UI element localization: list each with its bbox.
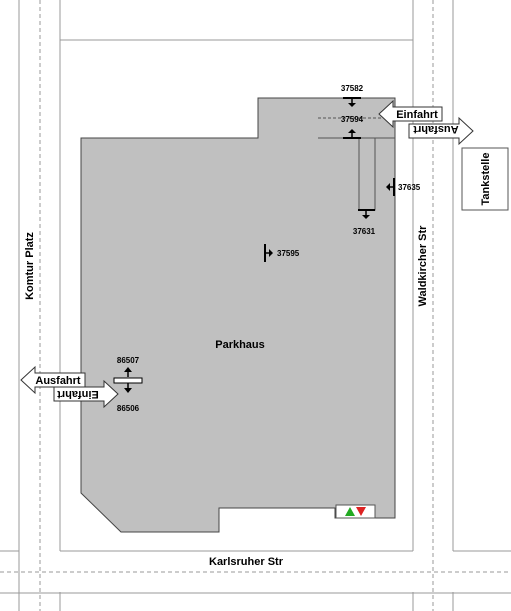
sensor-37635[interactable]: 37635 [386, 178, 421, 196]
sensor-37595[interactable]: 37595 [264, 244, 300, 262]
signal-down-icon [356, 507, 366, 516]
traffic-signal-indicator[interactable] [335, 504, 376, 519]
sensor-86506[interactable]: 86506 [117, 383, 140, 413]
svg-text:Einfahrt: Einfahrt [396, 109, 438, 121]
street-label-waldkircher-str: Waldkircher Str [417, 225, 429, 307]
ramp-area [358, 137, 376, 211]
svg-text:86506: 86506 [117, 404, 140, 413]
left-entry-arrow[interactable]: Einfahrt [53, 379, 119, 409]
parkhaus-label: Parkhaus [215, 339, 265, 351]
svg-text:Ausfahrt: Ausfahrt [35, 375, 81, 387]
svg-text:37631: 37631 [353, 227, 376, 236]
signal-up-icon [345, 507, 355, 516]
svg-text:Einfahrt: Einfahrt [57, 388, 99, 400]
street-label-komtur-platz: Komtur Platz [24, 232, 36, 300]
street-label-karlsruher-str: Karlsruher Str [209, 556, 284, 568]
sensor-86507[interactable]: 86507 [113, 356, 143, 384]
svg-text:37635: 37635 [398, 183, 421, 192]
sensor-37594[interactable]: 37594 [341, 115, 364, 139]
sensor-37582[interactable]: 37582 [341, 84, 364, 107]
svg-text:37595: 37595 [277, 249, 300, 258]
tankstelle-box[interactable] [461, 147, 509, 211]
sensor-37631[interactable]: 37631 [353, 209, 376, 236]
svg-text:Ausfahrt: Ausfahrt [413, 123, 459, 135]
right-exit-arrow[interactable]: Ausfahrt [408, 116, 474, 146]
svg-text:37594: 37594 [341, 115, 364, 124]
svg-text:86507: 86507 [117, 356, 140, 365]
tankstelle-label: Tankstelle [480, 153, 492, 206]
svg-text:37582: 37582 [341, 84, 364, 93]
parkhaus-building[interactable] [80, 97, 396, 533]
right-entry-arrow[interactable]: Einfahrt [378, 99, 443, 129]
